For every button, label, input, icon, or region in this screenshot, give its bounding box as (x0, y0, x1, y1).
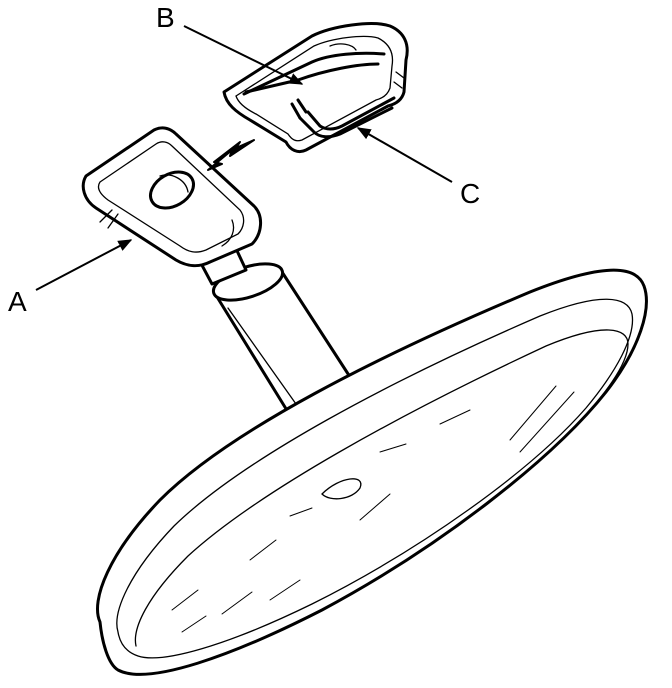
label-b: B (156, 2, 175, 33)
clip-c (222, 22, 409, 154)
label-a: A (8, 286, 27, 317)
mount-a (81, 126, 262, 268)
leader-line-a (35, 239, 133, 291)
label-c: C (460, 178, 481, 209)
rearview-mirror (96, 268, 648, 676)
leader-line-b (183, 25, 304, 85)
install-direction-arrow (207, 139, 255, 171)
leader-line-c (356, 127, 453, 183)
